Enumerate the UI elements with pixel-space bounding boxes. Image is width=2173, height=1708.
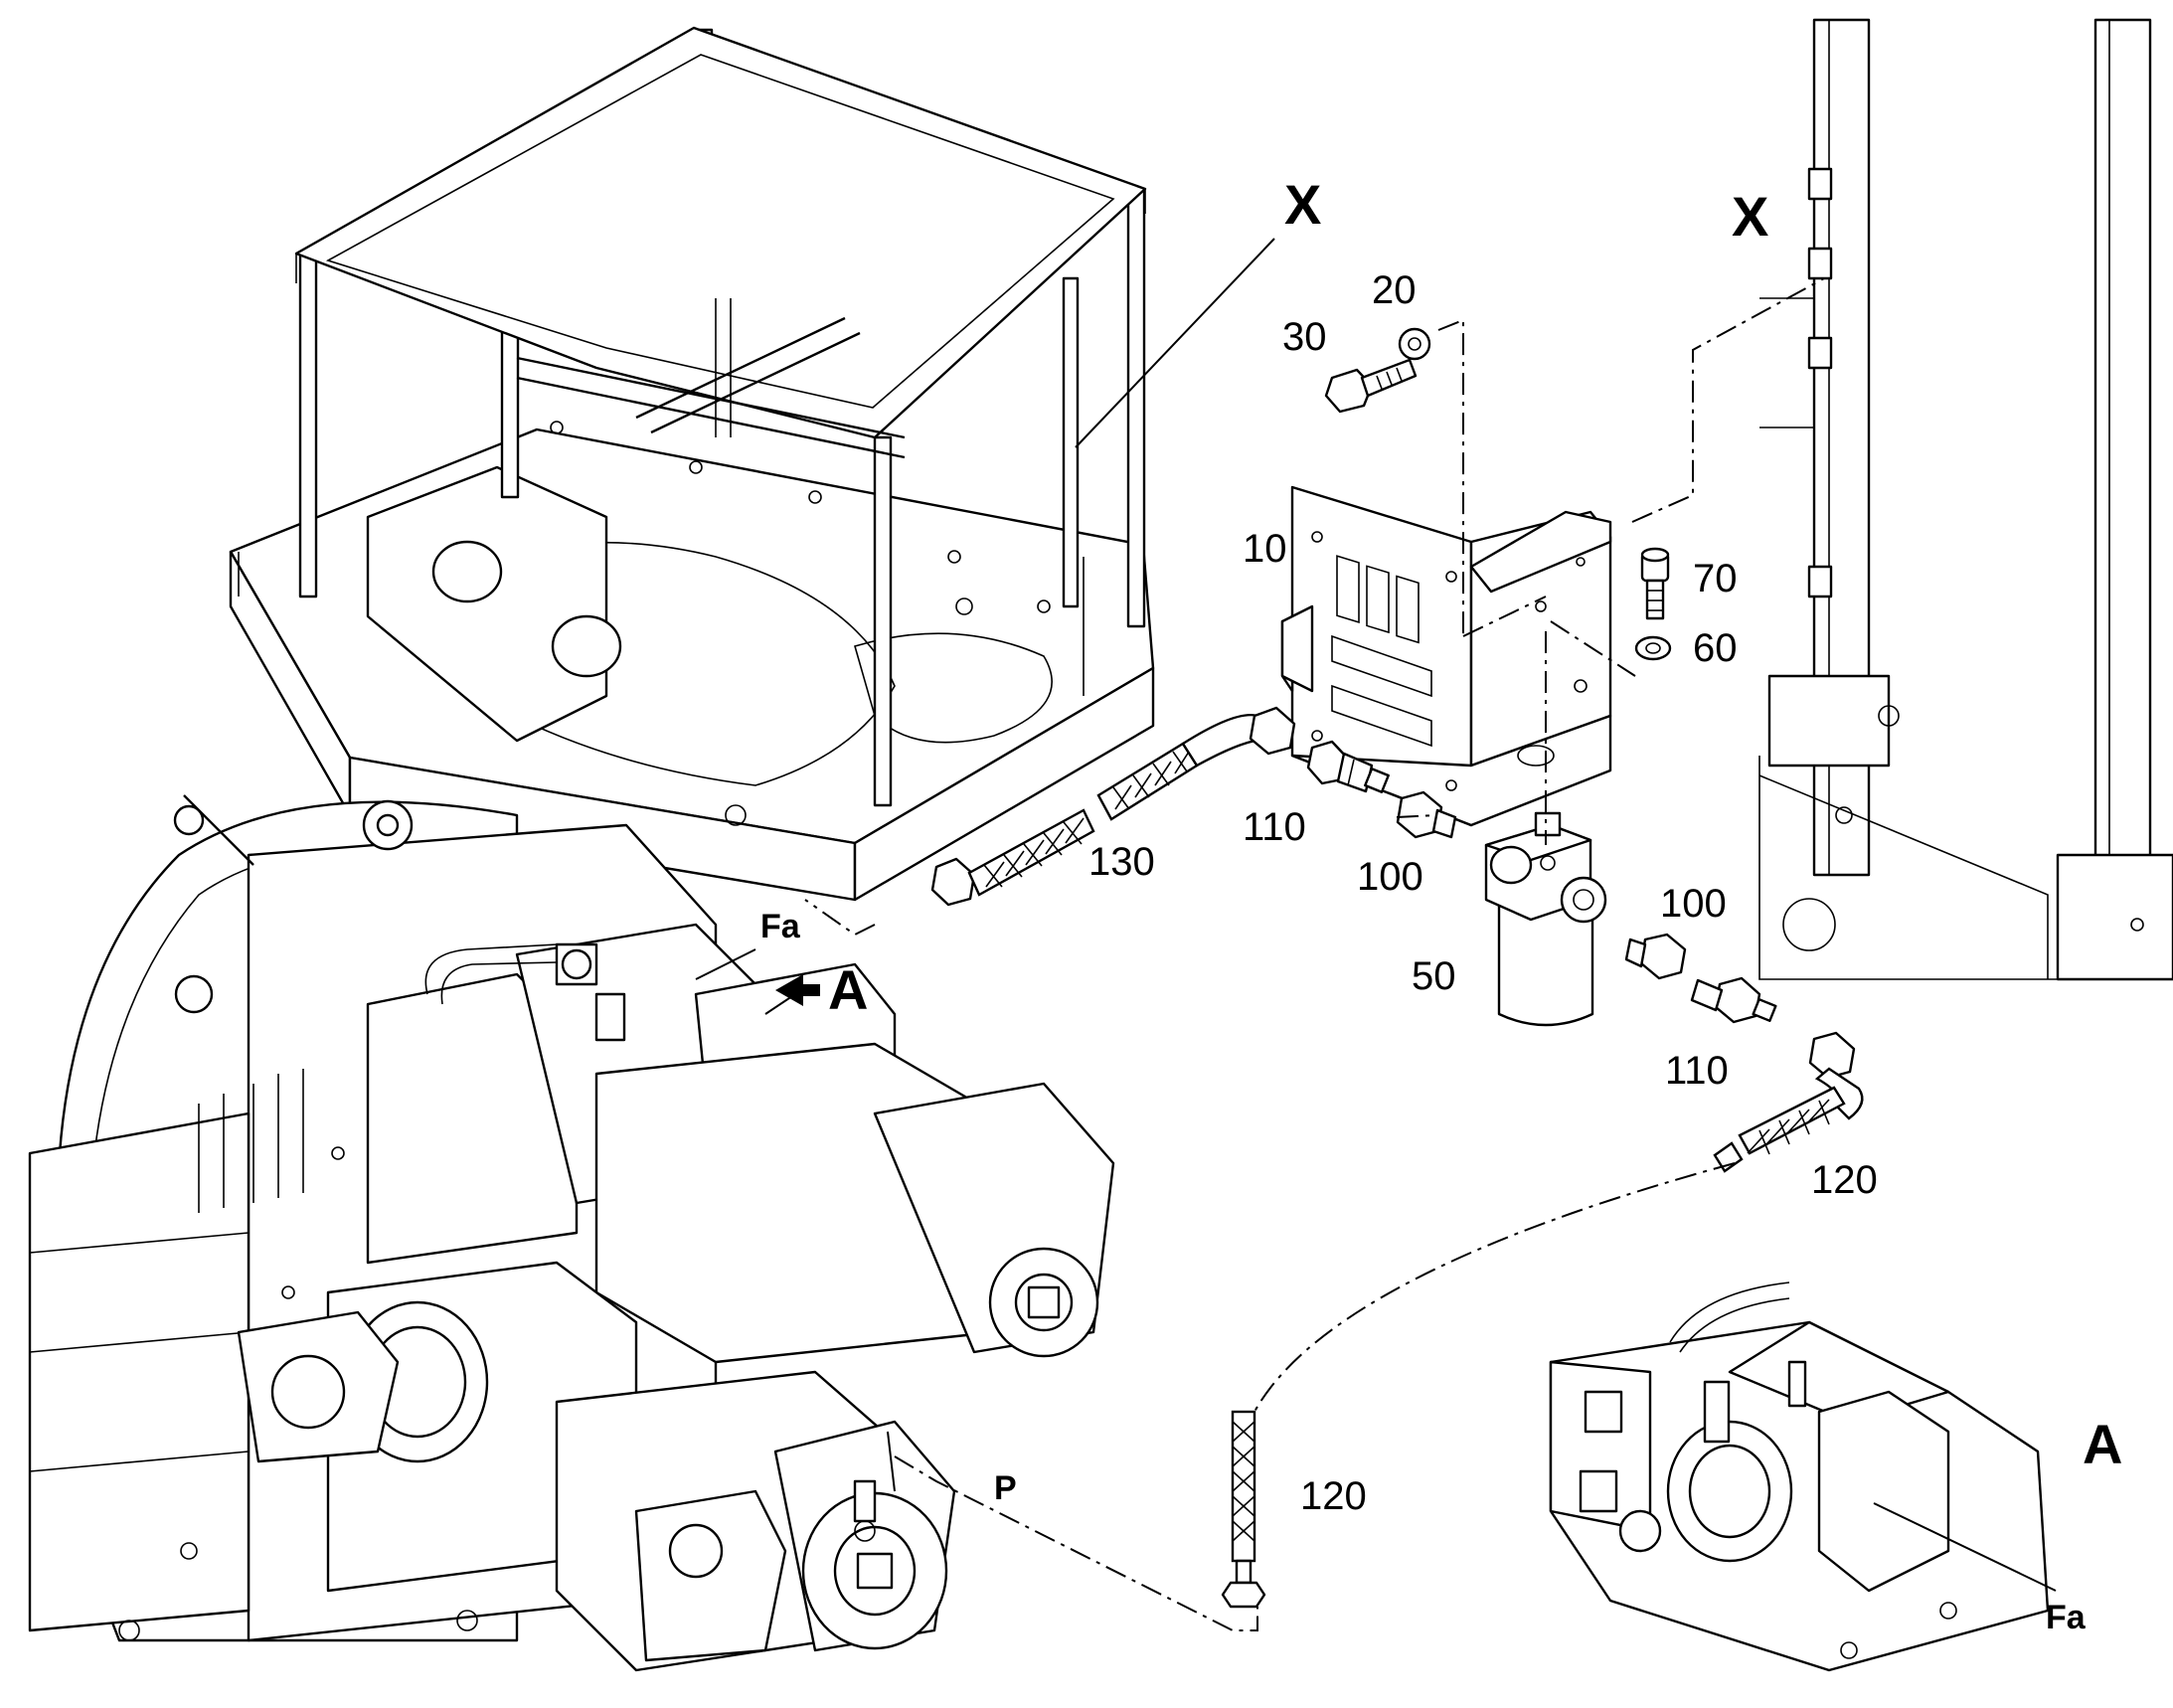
- adapter-110-upper: [1306, 740, 1390, 793]
- screw-70: [1640, 547, 1670, 620]
- label-p-port: P: [994, 1469, 1017, 1507]
- hose-120-lower: [1221, 1410, 1266, 1609]
- label-view-a-arrow: A: [828, 958, 868, 1021]
- label-part-120-lower: 120: [1300, 1474, 1367, 1518]
- label-x-right: X: [1732, 185, 1768, 248]
- hose-130: [930, 706, 1296, 907]
- label-part-20: 20: [1372, 268, 1417, 312]
- label-part-50: 50: [1412, 954, 1456, 998]
- label-part-110-lower: 110: [1665, 1049, 1729, 1093]
- label-part-70: 70: [1693, 557, 1738, 600]
- label-view-a-detail: A: [2083, 1413, 2122, 1475]
- washer-20: [1398, 327, 1431, 361]
- label-part-130: 130: [1088, 840, 1155, 884]
- label-part-100-upper: 100: [1357, 855, 1423, 899]
- label-fa-left: Fa: [760, 908, 801, 945]
- cab-frame: [229, 26, 1155, 902]
- main-pump-assembly: [28, 794, 1115, 1672]
- washer-60: [1634, 635, 1672, 661]
- hose-120-upper: [1713, 1031, 1864, 1173]
- view-a-arrow-icon: [775, 974, 820, 1006]
- callout-labels: X X 20 30 10 70 60 130 110 100 50 100 11…: [760, 173, 2122, 1636]
- right-frame-column: [1758, 18, 2173, 981]
- label-part-30: 30: [1282, 315, 1327, 359]
- label-part-110-upper: 110: [1243, 805, 1306, 849]
- label-part-60: 60: [1693, 626, 1738, 670]
- plug-100-lower: [1624, 933, 1687, 980]
- detail-view-a-pump: [1549, 1281, 2050, 1672]
- bolt-30: [1324, 358, 1418, 414]
- filter-50: [1484, 811, 1607, 1027]
- label-x-left: X: [1284, 173, 1321, 236]
- label-fa-detail: Fa: [2046, 1599, 2087, 1636]
- label-part-120-upper: 120: [1811, 1158, 1878, 1202]
- adapter-110-lower: [1690, 976, 1777, 1024]
- label-part-10: 10: [1243, 527, 1287, 571]
- plug-100-upper: [1396, 790, 1457, 839]
- label-part-100-lower: 100: [1660, 882, 1727, 926]
- bracket-10: [1280, 485, 1612, 827]
